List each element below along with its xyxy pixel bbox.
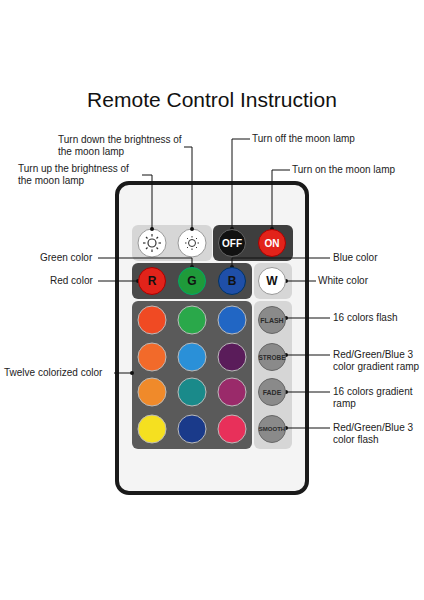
remote-button: G: [178, 267, 206, 295]
remote-button: FLASH: [258, 306, 286, 334]
remote-button: FADE: [258, 378, 286, 406]
callout-text: 16 colors gradient ramp: [333, 386, 424, 410]
callout-text: Green color: [40, 252, 110, 264]
button-label: OFF: [222, 238, 242, 249]
callout-text: Turn off the moon lamp: [252, 133, 402, 145]
callout-text: Twelve colorized color: [4, 367, 116, 379]
button-label: R: [148, 274, 157, 288]
button-label: STROBE: [258, 354, 285, 361]
callout-text: Blue color: [333, 252, 418, 264]
callout-text: Red/Green/Blue 3 color flash: [333, 422, 424, 446]
remote-button: W: [258, 267, 286, 295]
button-label: FADE: [263, 389, 282, 396]
callout-text: Turn up the brightness of the moon lamp: [18, 163, 144, 187]
callout-text: Turn down the brightness of the moon lam…: [58, 134, 184, 158]
button-label: SMOOTH: [259, 426, 285, 432]
remote-button: ON: [258, 229, 286, 257]
callout-text: Red/Green/Blue 3 color gradient ramp: [333, 349, 424, 373]
remote-button: B: [218, 267, 246, 295]
remote-button: OFF: [218, 229, 246, 257]
button-label: G: [187, 274, 196, 288]
remote-button: STROBE: [258, 343, 286, 371]
callout-text: Turn on the moon lamp: [292, 164, 422, 176]
button-label: B: [228, 274, 237, 288]
button-label: ON: [265, 238, 280, 249]
remote-button: R: [138, 267, 166, 295]
button-label: FLASH: [260, 317, 283, 324]
remote-button: SMOOTH: [258, 415, 286, 443]
button-label: W: [266, 274, 277, 288]
callout-text: 16 colors flash: [333, 312, 423, 324]
diagram-title: Remote Control Instruction: [0, 88, 424, 112]
callout-text: White color: [318, 275, 408, 287]
callout-text: Red color: [50, 275, 110, 287]
